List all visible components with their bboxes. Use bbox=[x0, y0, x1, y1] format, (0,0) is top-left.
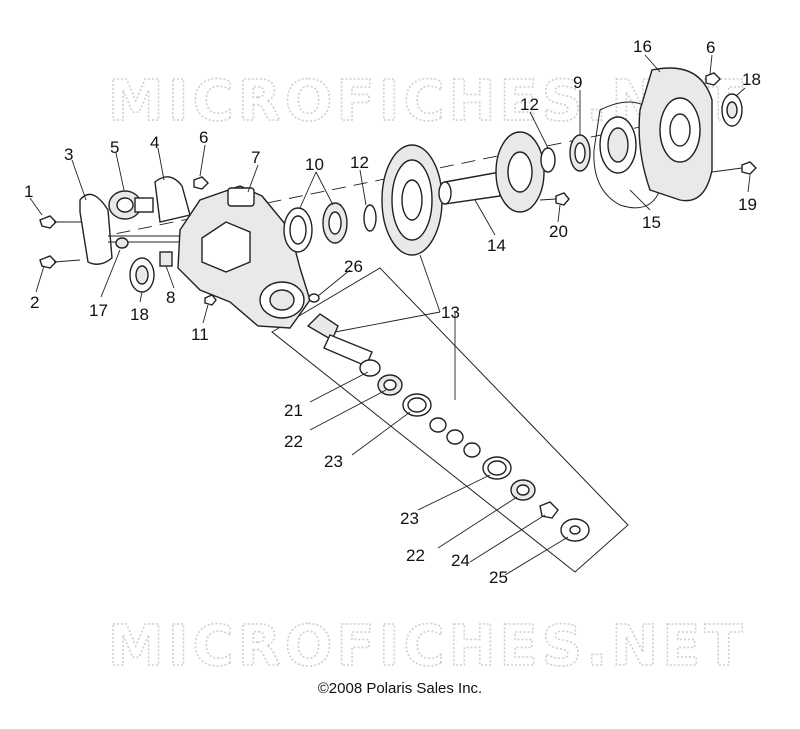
pinion-group-outline bbox=[271, 267, 629, 573]
shim-12-left-icon bbox=[363, 204, 377, 232]
shim-8-icon bbox=[159, 251, 173, 267]
race-23-top-icon bbox=[402, 393, 432, 417]
watermark-bottom: MICROFICHES.NET bbox=[108, 614, 747, 679]
callout-13: 13 bbox=[441, 303, 460, 322]
bearing-22-bottom-icon bbox=[510, 479, 536, 501]
seal-18-left-icon bbox=[129, 257, 155, 293]
gasket-15-icon bbox=[593, 101, 661, 209]
bearing-22-top-icon bbox=[377, 374, 403, 396]
bearing-cup-10-icon bbox=[283, 207, 313, 253]
callout-16: 16 bbox=[633, 37, 652, 56]
callout-23-bottom: 23 bbox=[400, 509, 419, 528]
callout-5: 5 bbox=[110, 138, 119, 157]
copyright-notice: ©2008 Polaris Sales Inc. bbox=[317, 680, 483, 697]
watermark-top: MICROFICHES.NET bbox=[108, 69, 747, 134]
race-23-bottom-icon bbox=[482, 456, 512, 480]
bracket-3-icon bbox=[79, 193, 113, 265]
hub-14-icon bbox=[438, 131, 545, 213]
leader-lines bbox=[29, 54, 751, 576]
nut-24-icon bbox=[539, 501, 559, 519]
callout-3: 3 bbox=[64, 145, 73, 164]
bolt-19-icon bbox=[711, 161, 757, 175]
housing-7-icon bbox=[177, 185, 311, 329]
bracket-4-icon bbox=[154, 176, 191, 223]
callout-22-top: 22 bbox=[284, 432, 303, 451]
washer-21-icon bbox=[359, 359, 381, 377]
bolt-11-icon bbox=[204, 294, 217, 306]
callout-26: 26 bbox=[344, 257, 363, 276]
callout-8: 8 bbox=[166, 288, 175, 307]
callout-labels: 1 2 3 4 5 6 6 7 8 9 10 11 12 12 13 14 15… bbox=[24, 37, 761, 587]
callout-21: 21 bbox=[284, 401, 303, 420]
callout-25: 25 bbox=[489, 568, 508, 587]
spacer-17-icon bbox=[115, 237, 129, 249]
callout-6-right: 6 bbox=[706, 38, 715, 57]
callout-7: 7 bbox=[251, 148, 260, 167]
callout-12-right: 12 bbox=[520, 95, 539, 114]
callout-14: 14 bbox=[487, 236, 506, 255]
callout-15: 15 bbox=[642, 213, 661, 232]
shim-12-right-icon bbox=[540, 147, 556, 173]
callout-1: 1 bbox=[24, 182, 33, 201]
callout-10: 10 bbox=[305, 155, 324, 174]
plug-26-icon bbox=[308, 293, 320, 303]
callout-9: 9 bbox=[573, 73, 582, 92]
callout-18-left: 18 bbox=[130, 305, 149, 324]
bolt-1-icon bbox=[39, 215, 82, 229]
nut-6-right-icon bbox=[705, 72, 721, 86]
bolt-2-icon bbox=[39, 255, 81, 269]
callout-17: 17 bbox=[89, 301, 108, 320]
seal-18-right-icon bbox=[721, 93, 743, 127]
callout-4: 4 bbox=[150, 133, 159, 152]
cover-16-icon bbox=[638, 67, 713, 202]
callout-2: 2 bbox=[30, 293, 39, 312]
bolt-20-icon bbox=[539, 192, 570, 206]
ring-gear-13-icon bbox=[381, 144, 443, 256]
callout-6-left: 6 bbox=[199, 128, 208, 147]
nut-6-left-icon bbox=[193, 176, 209, 190]
callout-22-bottom: 22 bbox=[406, 546, 425, 565]
callout-20: 20 bbox=[549, 222, 568, 241]
callout-18-right: 18 bbox=[742, 70, 761, 89]
shims-icon bbox=[429, 417, 481, 458]
callout-12-left: 12 bbox=[350, 153, 369, 172]
bearing-race-icon bbox=[599, 116, 637, 174]
washer-25-icon bbox=[560, 518, 590, 542]
callout-19: 19 bbox=[738, 195, 757, 214]
callout-24: 24 bbox=[451, 551, 470, 570]
bearing-cone-10-icon bbox=[322, 202, 348, 244]
mount-5-icon bbox=[108, 190, 154, 220]
callout-11: 11 bbox=[191, 325, 209, 344]
bearing-9-icon bbox=[569, 134, 591, 172]
callout-23-top: 23 bbox=[324, 452, 343, 471]
pinion-shaft-icon bbox=[306, 313, 373, 367]
